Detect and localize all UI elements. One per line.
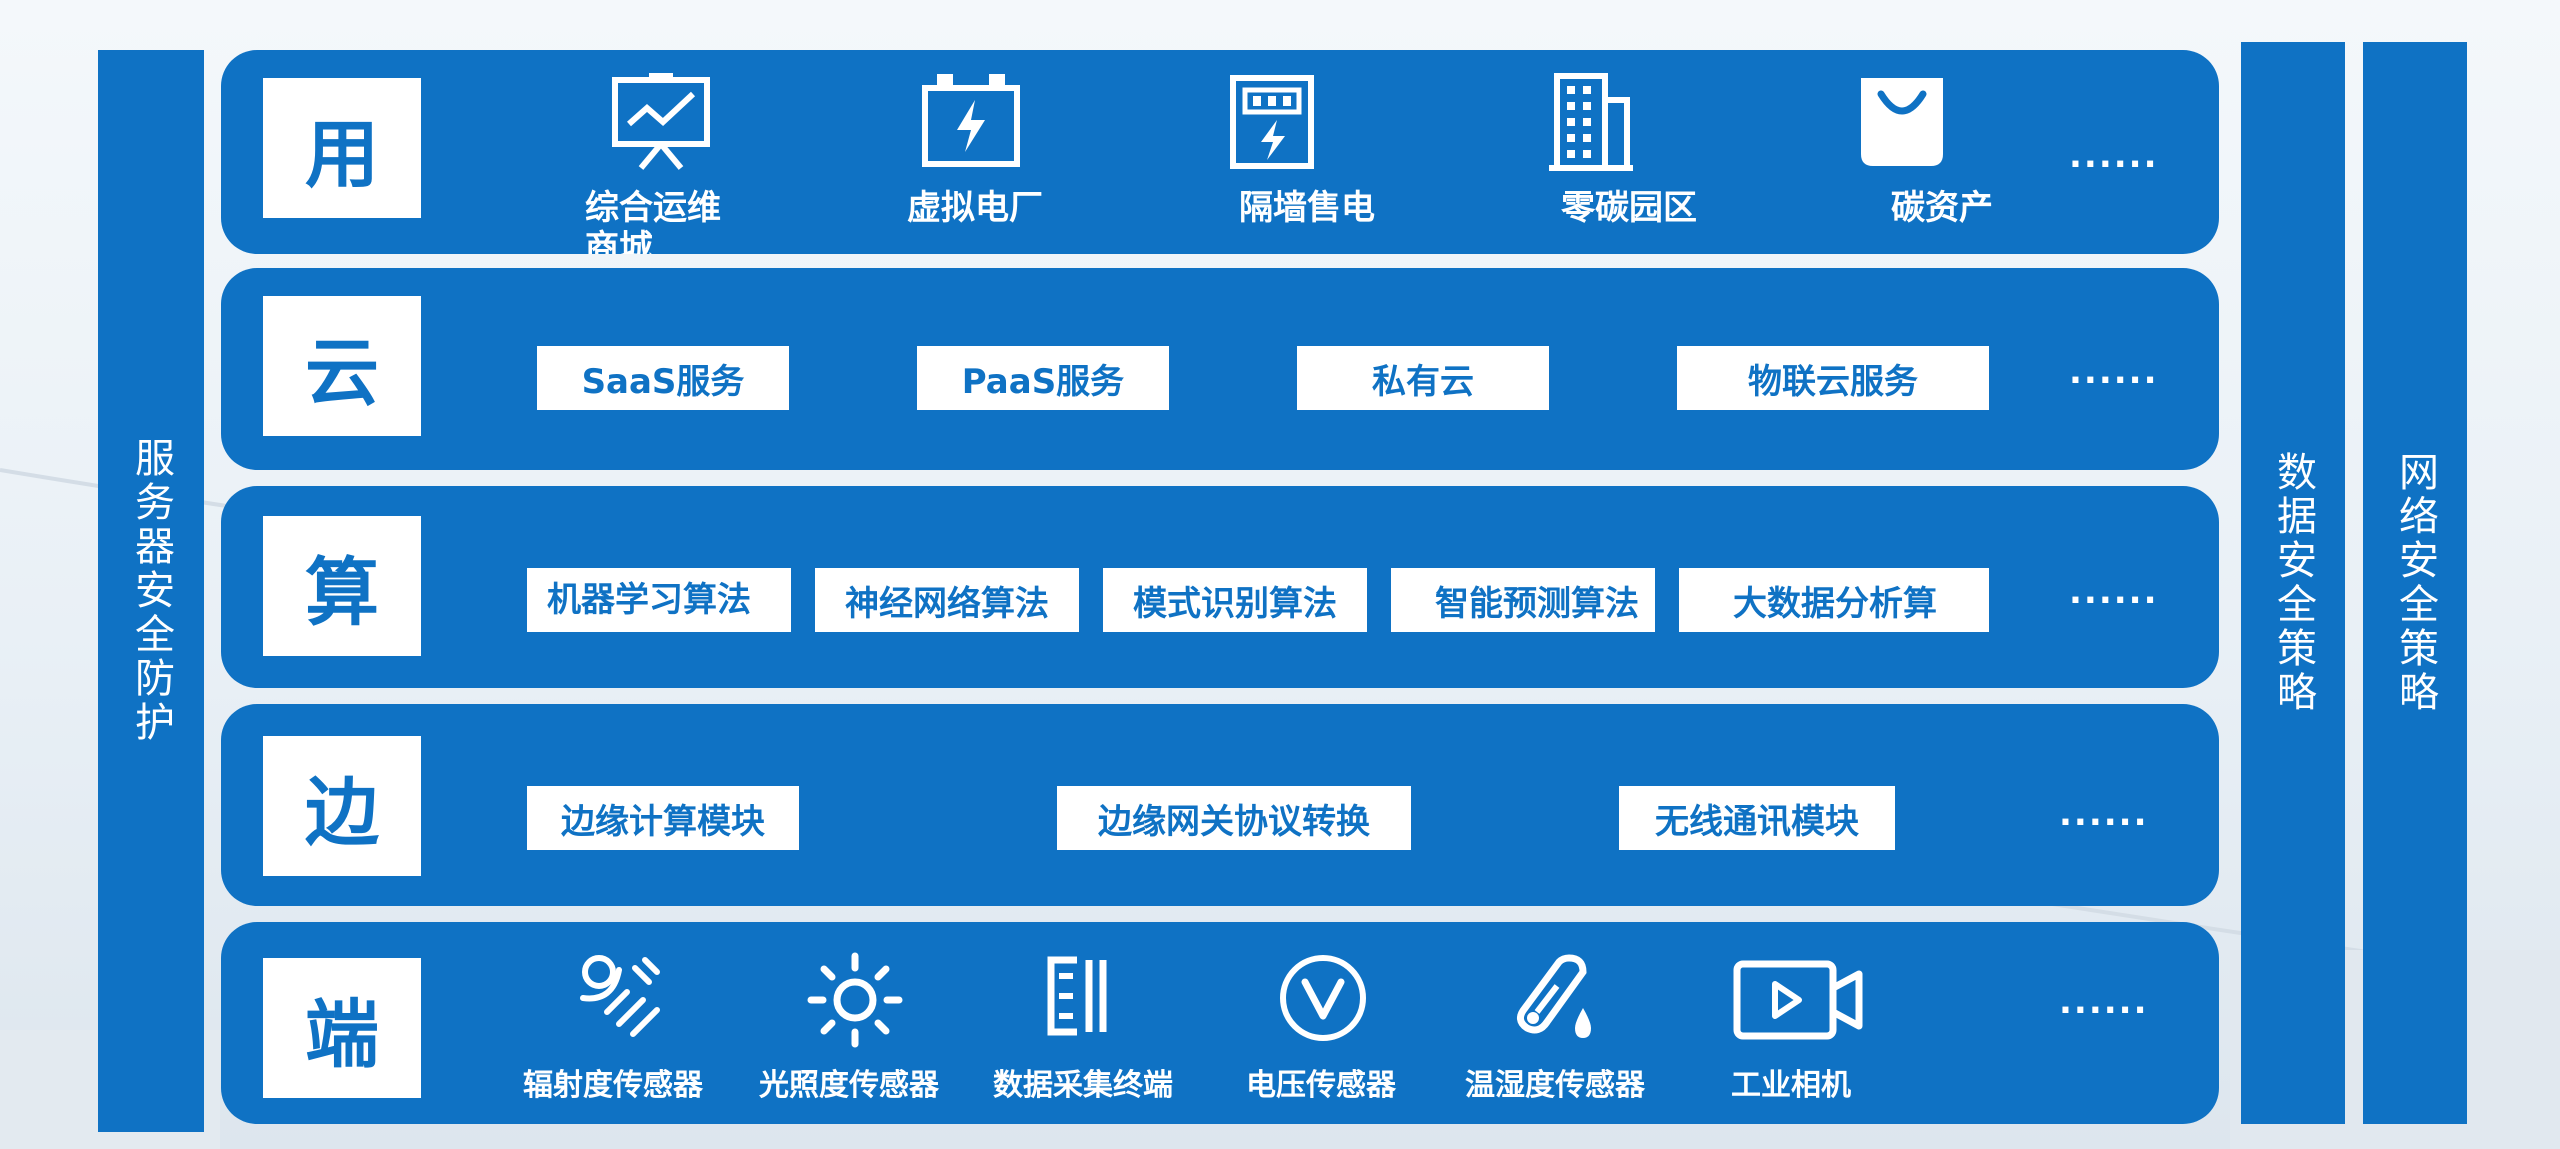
server-security-bar: 服务器安全防护: [98, 50, 204, 1132]
row-label-edge: 边: [263, 736, 421, 876]
data-security-bar: 数据安全策略: [2241, 42, 2345, 1124]
power-meter-icon: [1230, 75, 1314, 169]
algorithm-item-box: 智能预测算法: [1391, 568, 1655, 632]
shopping-bag-icon: [1861, 78, 1943, 166]
cloud-item-box: SaaS服务: [537, 346, 789, 410]
row-label-application: 用: [263, 78, 421, 218]
sensor-label: 光照度传感器: [759, 1068, 939, 1103]
algorithm-item-label: 智能预测算法: [1435, 583, 1639, 624]
edge-item-box: 边缘计算模块: [527, 786, 799, 850]
algorithm-item-box: 机器学习算法: [527, 568, 791, 632]
row-label-compute: 算: [263, 516, 421, 656]
radiation-icon: [580, 955, 660, 1037]
more-indicator: ......: [2069, 136, 2159, 176]
battery-bolt-icon: [922, 74, 1020, 167]
data-security-label: 数据安全策略: [2270, 451, 2316, 715]
more-indicator: ......: [2059, 982, 2149, 1022]
row-compute: 算 机器学习算法 神经网络算法 模式识别算法 智能预测算法 大数据分析算 ...…: [221, 486, 2219, 688]
sun-icon: [807, 952, 903, 1048]
sensor-label: 电压传感器: [1246, 1068, 1396, 1103]
algorithm-item-box: 模式识别算法: [1103, 568, 1367, 632]
row-label-cloud: 云: [263, 296, 421, 436]
more-indicator: ......: [2069, 352, 2159, 392]
network-security-label: 网络安全策略: [2392, 451, 2438, 715]
row-cloud: 云 SaaS服务 PaaS服务 私有云 物联云服务 ......: [221, 268, 2219, 470]
algorithm-item-box: 神经网络算法: [815, 568, 1079, 632]
voltage-icon: [1280, 955, 1366, 1041]
app-item-label: 综合运维商城: [585, 188, 721, 254]
algorithm-item-label: 大数据分析算: [1733, 583, 1937, 624]
row-edge: 边 边缘计算模块 边缘网关协议转换 无线通讯模块 ......: [221, 704, 2219, 906]
thermometer-droplet-icon: [1517, 954, 1591, 1038]
presentation-chart-icon: [612, 73, 710, 170]
cloud-item-box: 物联云服务: [1677, 346, 1989, 410]
network-security-bar: 网络安全策略: [2363, 42, 2467, 1124]
server-security-label: 服务器安全防护: [128, 437, 174, 745]
sensor-label: 辐射度传感器: [523, 1068, 703, 1103]
sensor-label: 工业相机: [1731, 1068, 1851, 1103]
edge-item-box: 无线通讯模块: [1619, 786, 1895, 850]
app-item-label: 碳资产: [1891, 188, 1993, 228]
algorithm-item-box: 大数据分析算: [1679, 568, 1989, 632]
more-indicator: ......: [2059, 794, 2149, 834]
video-camera-icon: [1733, 960, 1863, 1040]
row-device: 端 辐射度传感器 光照度传感器 数据采集终端 电压传感器: [221, 922, 2219, 1124]
sensor-label: 数据采集终端: [993, 1068, 1173, 1103]
app-item-label: 虚拟电厂: [907, 188, 1043, 228]
building-icon: [1549, 73, 1633, 171]
edge-item-box: 边缘网关协议转换: [1057, 786, 1411, 850]
data-terminal-icon: [1047, 956, 1107, 1036]
cloud-item-box: PaaS服务: [917, 346, 1169, 410]
algorithm-item-label: 机器学习算法: [547, 580, 751, 620]
app-item-label: 零碳园区: [1561, 188, 1697, 228]
more-indicator: ......: [2069, 572, 2159, 612]
sensor-label: 温湿度传感器: [1465, 1068, 1645, 1103]
cloud-item-box: 私有云: [1297, 346, 1549, 410]
row-application: 用 综合运维商城 虚拟电厂 隔墙售电: [221, 50, 2219, 254]
row-label-device: 端: [263, 958, 421, 1098]
app-item-label: 隔墙售电: [1239, 188, 1375, 228]
